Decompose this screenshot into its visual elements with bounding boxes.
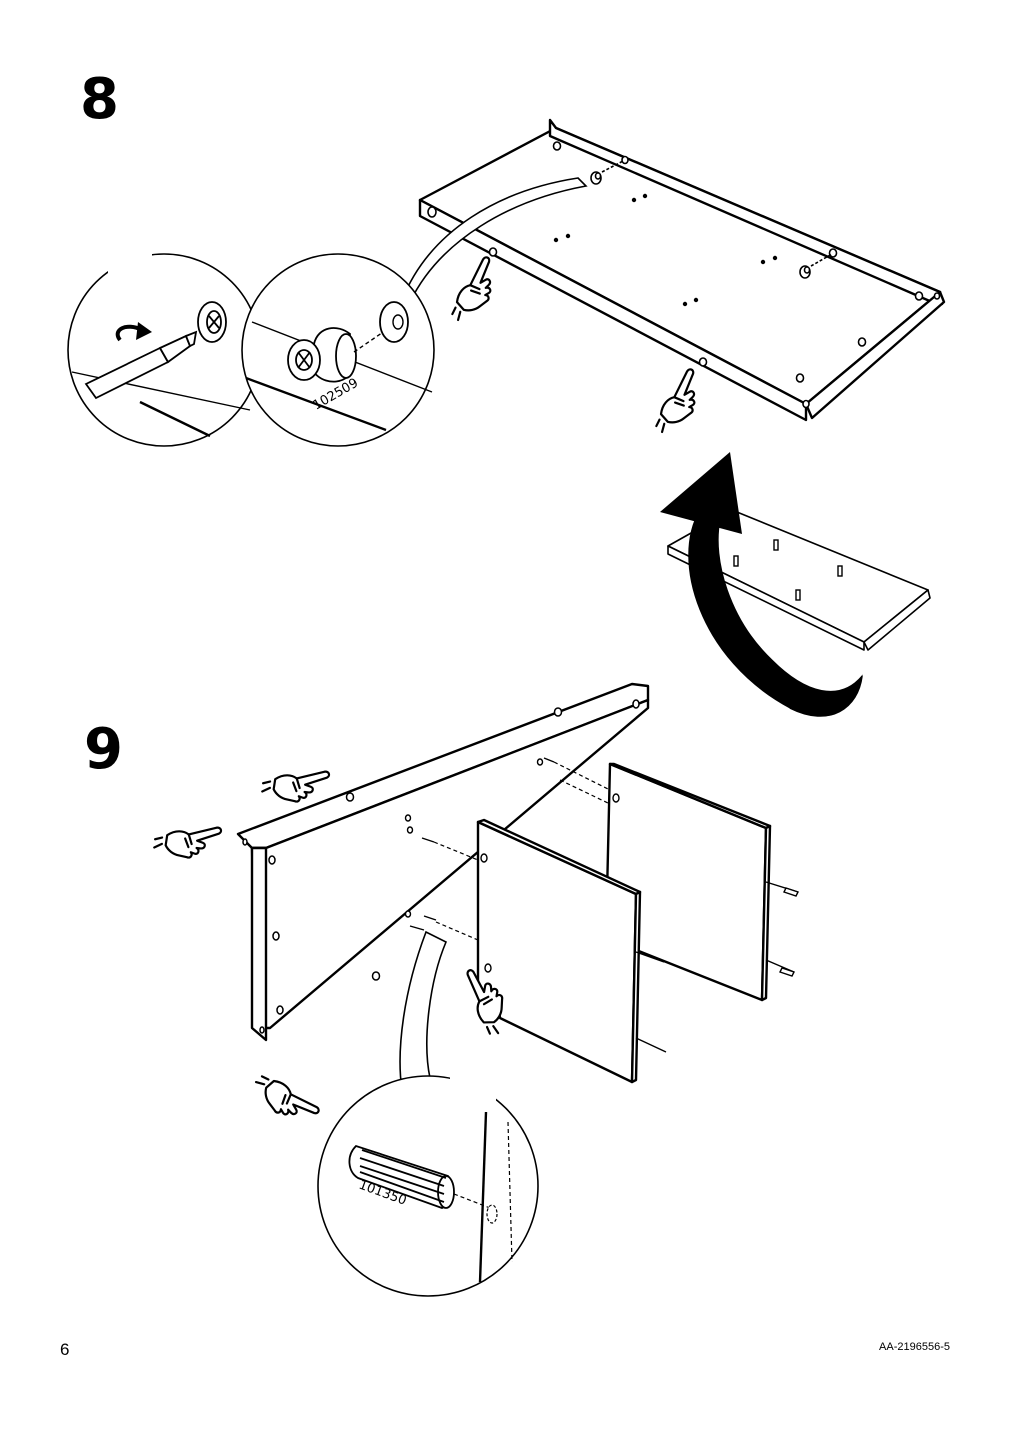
divider-panel-front [476,818,642,1084]
wooden-dowel-icon [348,1144,455,1209]
divider-panel-back [604,762,772,1002]
wooden-dowel-icon [404,757,555,931]
detail-circle-cam-lock [241,253,435,447]
top-panel-holes [427,141,941,409]
wooden-dowel-icon [635,881,799,1053]
cam-lock-icon [287,327,357,383]
detail-circle-screwdriver [67,238,261,447]
page-number: 6 [60,1340,70,1359]
screwdriver-icon [84,330,198,400]
long-panel-holes [242,699,640,1034]
hand-press-icon [151,807,223,869]
hand-press-icon [253,1058,321,1133]
step-9-number: 9 [84,717,123,782]
top-panel [418,118,946,422]
detail-circle-dowel [317,1074,539,1297]
small-panel-dowels [733,539,843,601]
callout-ribbon [399,930,448,1092]
hand-press-icon [434,255,509,323]
step-8-number: 8 [80,67,119,132]
top-panel-pilot-holes [553,193,778,307]
hand-press-icon [638,367,713,435]
cam-lock-icon [590,155,833,279]
long-panel [236,682,650,1042]
document-code: AA-2196556-5 [879,1341,950,1353]
cam-lock-icon [197,301,227,343]
